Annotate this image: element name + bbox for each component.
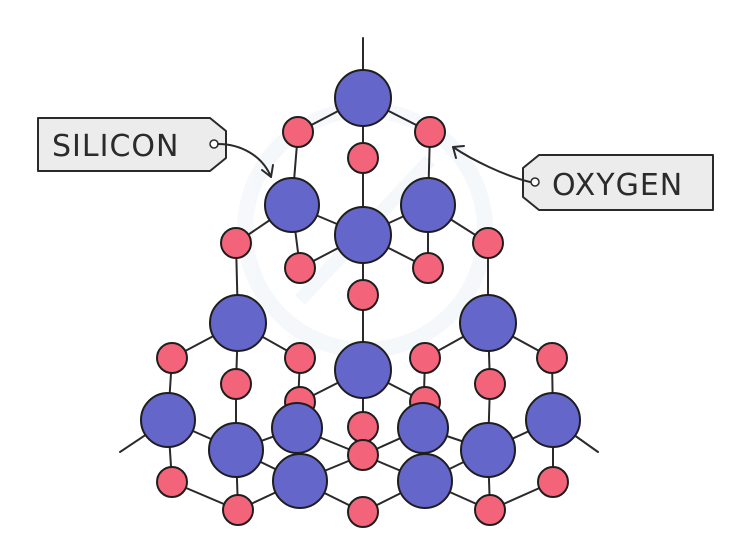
silicon-atom xyxy=(459,294,517,352)
silicon-arrowhead xyxy=(261,164,274,178)
silicon-atom xyxy=(525,392,581,448)
oxygen-atom xyxy=(347,496,379,528)
oxygen-label: OXYGEN xyxy=(552,168,683,203)
silicon-atom xyxy=(397,453,453,509)
oxygen-atom xyxy=(222,494,254,526)
silicon-atom xyxy=(334,206,392,264)
atoms xyxy=(140,69,581,528)
silicon-atom xyxy=(400,177,456,233)
oxygen-atom xyxy=(284,342,316,374)
oxygen-atom xyxy=(347,279,379,311)
oxygen-atom xyxy=(536,342,568,374)
oxygen-atom xyxy=(156,466,188,498)
oxygen-atom xyxy=(409,342,441,374)
oxygen-atom xyxy=(220,227,252,259)
silicon-atom xyxy=(264,177,320,233)
silicon-atom xyxy=(271,402,323,454)
oxygen-arrowhead xyxy=(452,145,465,159)
oxygen-atom xyxy=(472,227,504,259)
oxygen-atom xyxy=(414,116,446,148)
oxygen-atom xyxy=(347,411,379,443)
silicon-label-tag: SILICON xyxy=(37,117,227,172)
oxygen-arrow xyxy=(452,146,531,183)
silicon-arrow xyxy=(217,143,272,178)
oxygen-atom xyxy=(474,368,506,400)
oxygen-atom xyxy=(412,252,444,284)
silicon-atom xyxy=(460,422,516,478)
silicon-atom xyxy=(209,294,267,352)
silicon-atom xyxy=(140,392,196,448)
oxygen-atom xyxy=(347,142,379,174)
oxygen-label-tag: OXYGEN xyxy=(522,154,714,211)
silicon-label: SILICON xyxy=(52,129,179,164)
oxygen-atom xyxy=(284,252,316,284)
silicon-atom xyxy=(208,422,264,478)
silicon-atom xyxy=(397,402,449,454)
oxygen-atom xyxy=(474,494,506,526)
oxygen-atom xyxy=(347,439,379,471)
silicon-atom xyxy=(334,69,392,127)
oxygen-atom xyxy=(537,466,569,498)
oxygen-atom xyxy=(282,116,314,148)
silicon-atom xyxy=(272,453,328,509)
silicon-atom xyxy=(334,341,392,399)
oxygen-atom xyxy=(156,342,188,374)
oxygen-atom xyxy=(220,368,252,400)
